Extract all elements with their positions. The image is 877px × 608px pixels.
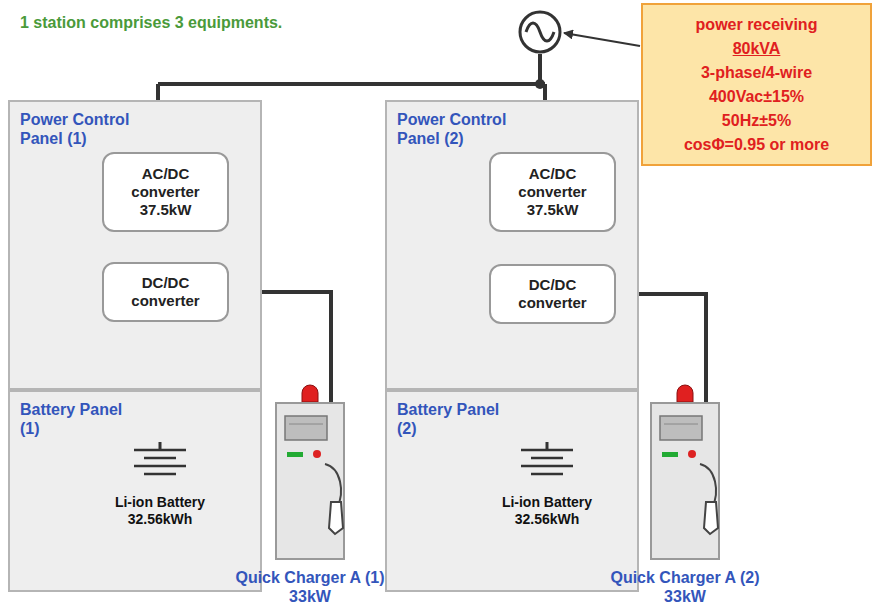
- spec-text: 3-phase/4-wire: [701, 61, 812, 85]
- charger-screen: [285, 416, 327, 440]
- panel-box: Battery Panel (2) Li-ion Battery 32.56kWh: [385, 390, 639, 592]
- converter-label: 37.5kW: [527, 201, 579, 219]
- sine-symbol: [526, 23, 554, 41]
- converter-label: 37.5kW: [140, 201, 192, 219]
- converter-label: AC/DC converter: [497, 165, 608, 201]
- panel-box: Power Control Panel (1) AC/DC converter37…: [8, 100, 262, 390]
- battery-plate: [521, 449, 573, 452]
- screen-line: [664, 424, 698, 425]
- quick-charger: Quick Charger A (1) 33kW: [275, 402, 345, 560]
- converter-label: DC/DC converter: [497, 276, 608, 312]
- spec-text: power receiving: [696, 13, 818, 37]
- battery-label: Li-ion Battery 32.56kWh: [112, 494, 208, 528]
- panel-title: Battery Panel (2): [397, 400, 522, 438]
- charger-body: [276, 403, 344, 559]
- converter-box: DC/DC converter: [102, 262, 229, 322]
- battery-plate: [134, 465, 186, 468]
- charger-label: Quick Charger A (1) 33kW: [215, 568, 405, 606]
- converter-box: AC/DC converter37.5kW: [489, 152, 616, 232]
- converter-box: AC/DC converter37.5kW: [102, 152, 229, 232]
- ac-source-symbol: [520, 12, 560, 52]
- warning-lamp: [302, 385, 318, 402]
- panel-title: Power Control Panel (2): [397, 110, 522, 148]
- warning-lamp: [677, 385, 693, 402]
- charger-screen: [660, 416, 702, 440]
- battery-plate: [144, 457, 176, 460]
- charger-nozzle: [704, 502, 718, 534]
- spec-text: 400Vac±15%: [709, 85, 804, 109]
- quick-charger: Quick Charger A (2) 33kW: [650, 402, 720, 560]
- charger-label: Quick Charger A (2) 33kW: [590, 568, 780, 606]
- battery-plate: [144, 473, 176, 476]
- callout-box: power receiving80kVA3-phase/4-wire400Vac…: [641, 3, 872, 166]
- converter-label: DC/DC converter: [110, 274, 221, 310]
- panel-title: Power Control Panel (1): [20, 110, 145, 148]
- battery-plate: [134, 449, 186, 452]
- battery-label: Li-ion Battery 32.56kWh: [499, 494, 595, 528]
- battery-plate: [531, 473, 563, 476]
- station-note: 1 station comprises 3 equipments.: [20, 14, 282, 32]
- charger-body: [651, 403, 719, 559]
- charger-nozzle: [329, 502, 343, 534]
- battery: Li-ion Battery 32.56kWh: [519, 442, 575, 537]
- quick-charger-illustration: [275, 402, 345, 560]
- converter-box: DC/DC converter: [489, 264, 616, 324]
- screen-line: [289, 424, 323, 425]
- battery: Li-ion Battery 32.56kWh: [132, 442, 188, 537]
- junction-dot: [535, 79, 545, 89]
- panel-title: Battery Panel (1): [20, 400, 145, 438]
- callout-arrow: [564, 33, 640, 46]
- quick-charger-illustration: [650, 402, 720, 560]
- battery-plate: [521, 465, 573, 468]
- spec-text: 50Hz±5%: [722, 109, 791, 133]
- battery-plate: [531, 457, 563, 460]
- panel-box: Battery Panel (1) Li-ion Battery 32.56kWh: [8, 390, 262, 592]
- battery-symbol: [519, 442, 575, 488]
- red-button: [313, 450, 321, 458]
- battery-symbol: [132, 442, 188, 488]
- green-indicator: [287, 452, 303, 457]
- green-indicator: [662, 452, 678, 457]
- converter-label: AC/DC converter: [110, 165, 221, 201]
- spec-text: cosΦ=0.95 or more: [684, 133, 829, 157]
- red-button: [688, 450, 696, 458]
- panel-box: Power Control Panel (2) AC/DC converter37…: [385, 100, 639, 390]
- spec-text: 80kVA: [733, 37, 781, 61]
